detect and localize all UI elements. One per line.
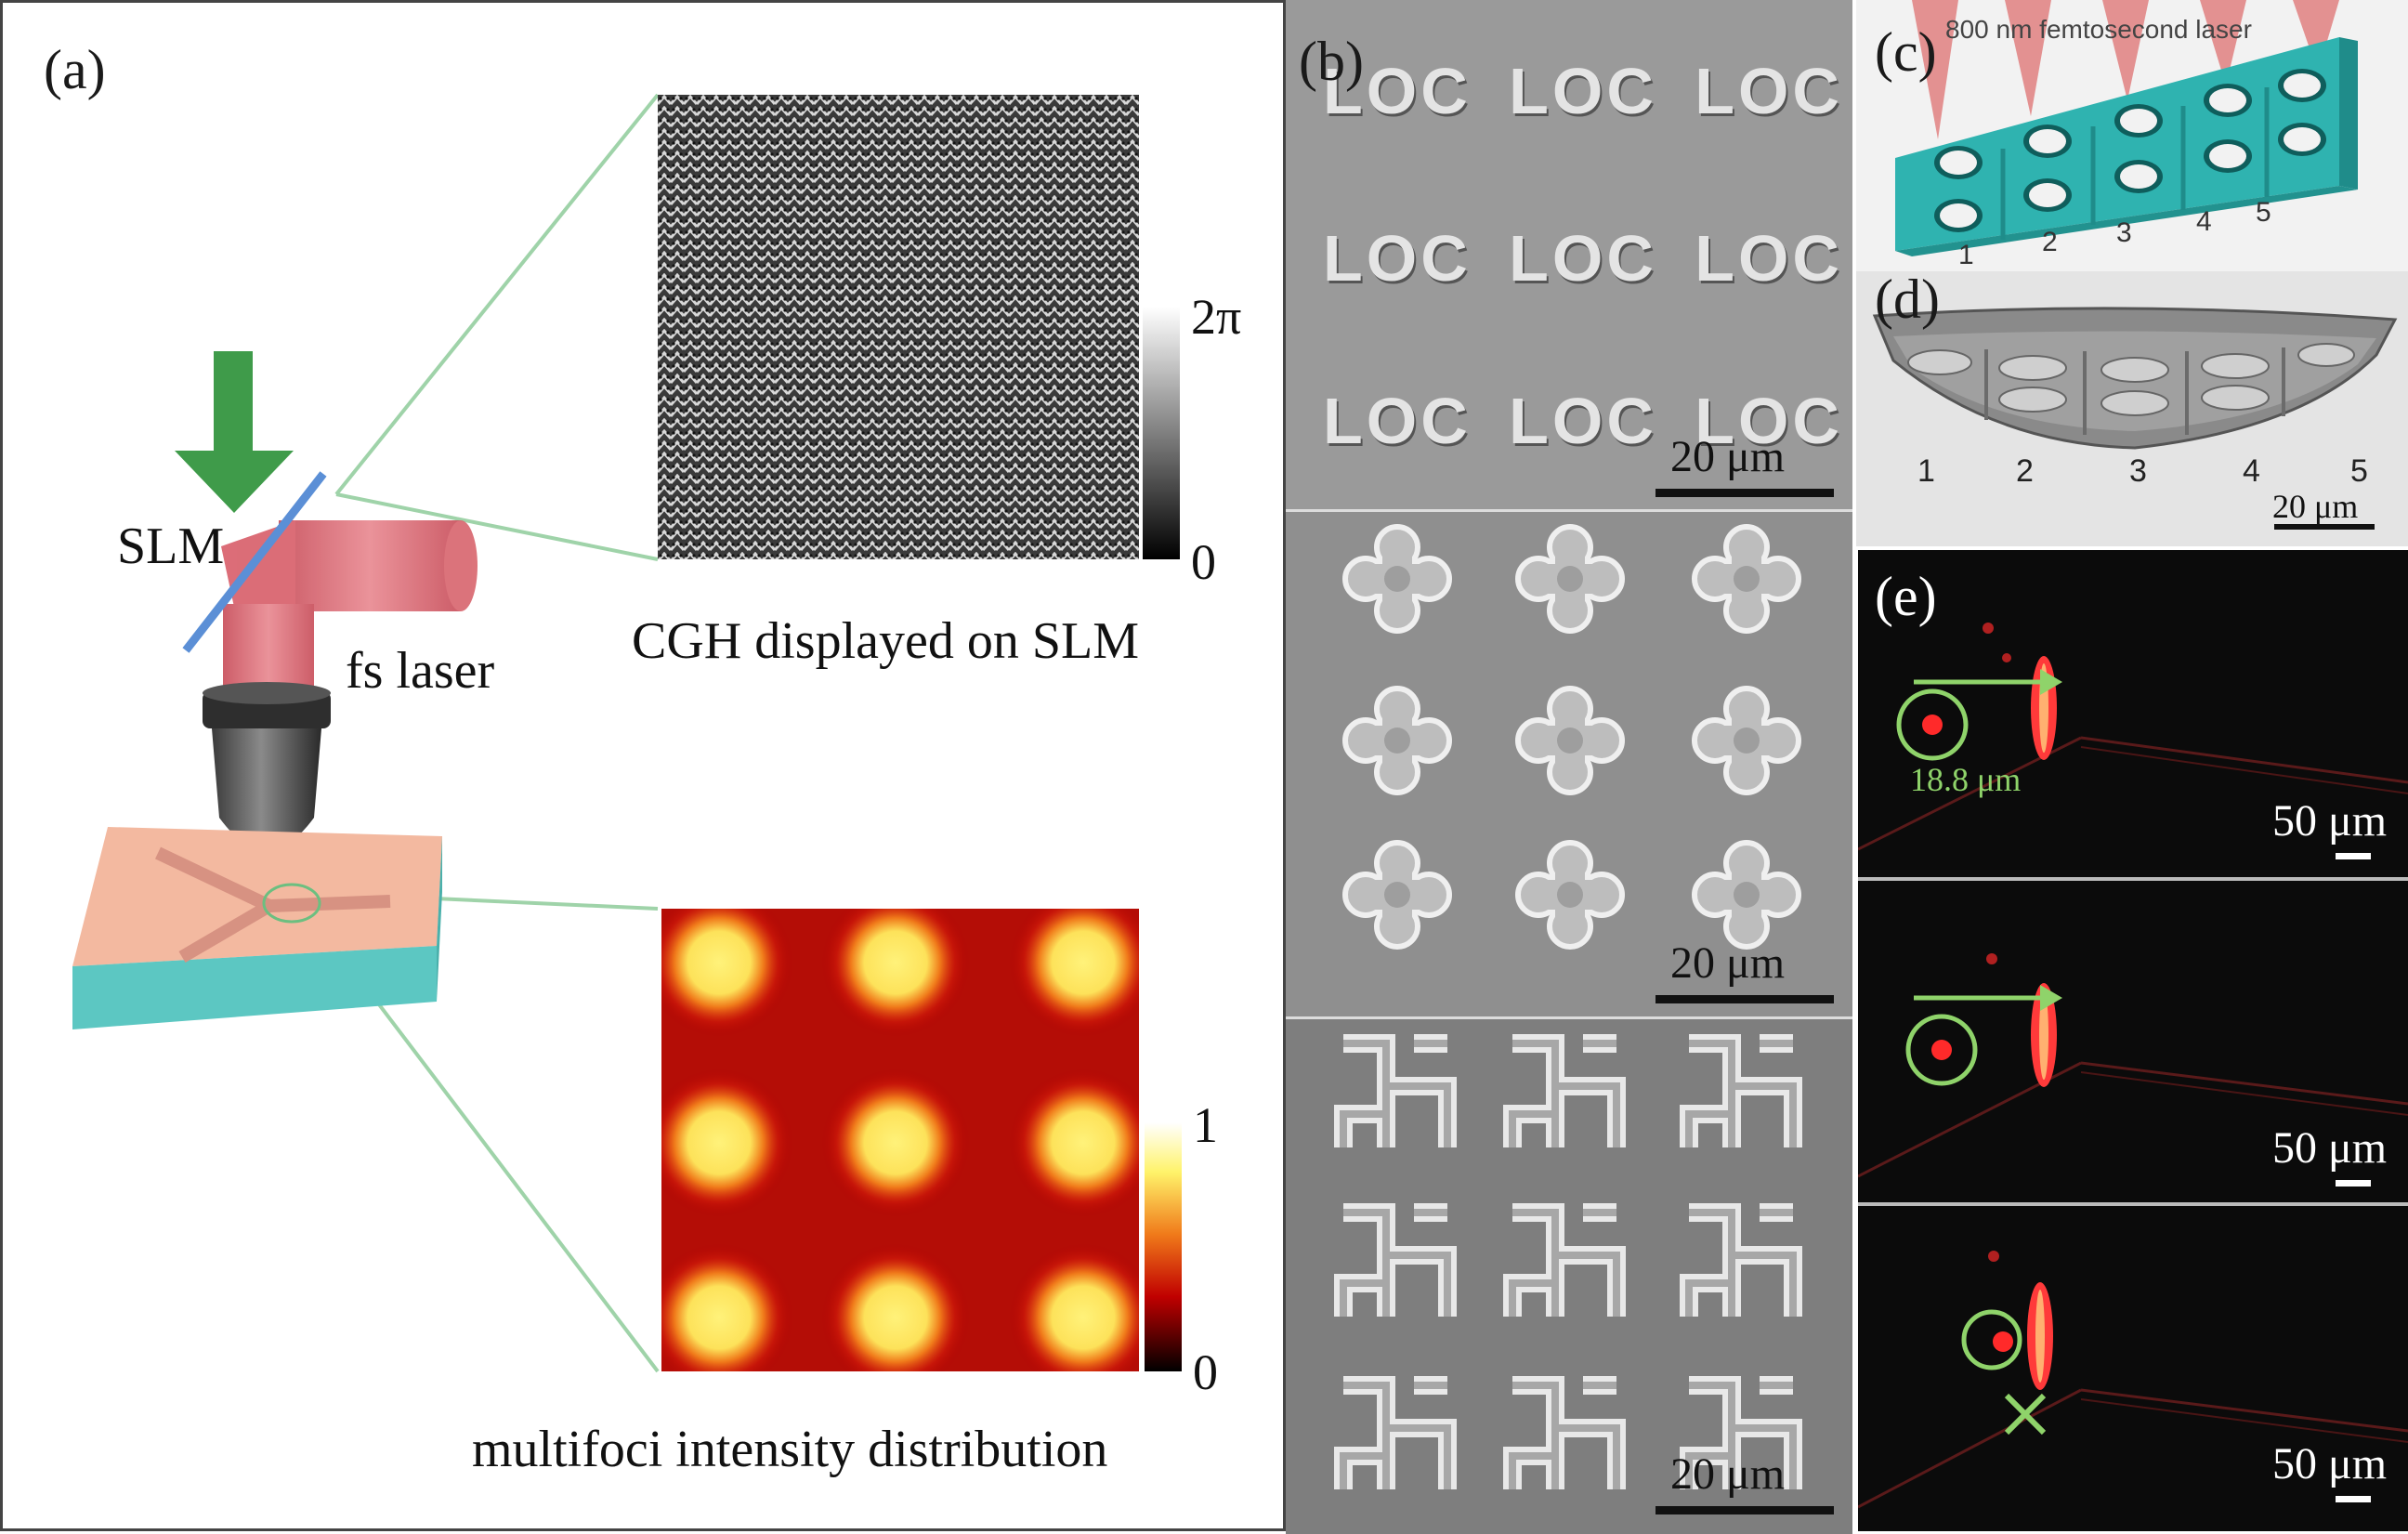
scale-bar — [2336, 853, 2371, 859]
hole-number: 1 — [1958, 240, 1974, 270]
cgh-colorbar-min: 0 — [1191, 534, 1216, 590]
loc-text: LOC — [1323, 222, 1472, 295]
incident-arrow-icon — [175, 351, 294, 513]
zoom-lines — [292, 93, 660, 1373]
intensity-colorbar-max: 1 — [1193, 1097, 1218, 1153]
panel-e-frame-2: 50 μm — [1858, 881, 2408, 1206]
hole-number: 2 — [2042, 227, 2058, 257]
hole-number: 3 — [2129, 453, 2147, 489]
intensity-colorbar — [1145, 1122, 1182, 1371]
microstructure-diagram — [1895, 0, 2358, 256]
panel-d: (d) 1 2 3 4 5 20 μm — [1856, 271, 2408, 546]
cgh-colorbar-max: 2π — [1191, 289, 1242, 345]
loc-text: LOC — [1323, 385, 1472, 457]
foci-spots — [661, 909, 1139, 1371]
sem-hooked-cross-array: 20 μm — [1286, 1016, 1852, 1534]
scale-bar — [1656, 995, 1834, 1003]
scale-bar-label: 50 μm — [2272, 796, 2388, 846]
hole-number: 2 — [2016, 453, 2034, 489]
panel-c-label: (c) — [1875, 21, 1937, 83]
fluorescence-frame — [1858, 623, 2408, 851]
objective-lens-icon — [203, 682, 331, 899]
loc-text: LOC — [1323, 55, 1472, 127]
setup-illustration — [72, 93, 660, 1373]
scale-bar-label: 20 μm — [2272, 488, 2359, 525]
scale-bar-label: 20 μm — [1670, 432, 1786, 481]
scale-bar-label: 20 μm — [1670, 1449, 1786, 1499]
hole-number: 5 — [2350, 453, 2368, 489]
panel-a-label: (a) — [44, 39, 106, 100]
panel-d-label: (d) — [1875, 271, 1940, 330]
slm-label: SLM — [117, 518, 225, 575]
scale-bar-label: 50 μm — [2272, 1439, 2388, 1488]
hole-number: 3 — [2116, 217, 2132, 248]
hole-number: 4 — [2243, 453, 2260, 489]
scale-bar — [2336, 1496, 2371, 1502]
scale-bar-label: 20 μm — [1670, 938, 1786, 988]
scale-bar — [2336, 1180, 2371, 1187]
scale-bar — [2274, 524, 2375, 530]
diameter-label: 18.8 μm — [1910, 761, 2022, 798]
hole-number: 5 — [2256, 197, 2271, 228]
multifoci-intensity-image — [661, 909, 1139, 1371]
laser-title: 800 nm femtosecond laser — [1945, 15, 2252, 44]
cgh-hologram-image — [658, 95, 1139, 559]
hole-number: 1 — [1917, 453, 1935, 489]
loc-text: LOC — [1695, 222, 1843, 295]
laser-beams — [1912, 0, 2339, 139]
sem-microstructure — [1872, 307, 2398, 450]
intensity-colorbar-min: 0 — [1193, 1344, 1218, 1400]
intensity-caption: multifoci intensity distribution — [472, 1421, 1108, 1478]
cgh-caption: CGH displayed on SLM — [632, 612, 1139, 670]
fs-laser-label: fs laser — [346, 642, 495, 700]
panel-c: (c) 800 nm femtosecond laser 1 2 3 4 5 — [1856, 0, 2408, 271]
sem-cross-array: 20 μm — [1286, 509, 1852, 1019]
loc-text: LOC — [1509, 55, 1657, 127]
cgh-colorbar — [1143, 307, 1180, 559]
fluorescence-frame — [1858, 953, 2408, 1178]
scale-bar-label: 50 μm — [2272, 1123, 2388, 1173]
hole-number: 4 — [2196, 206, 2212, 237]
panel-e-frame-3: 50 μm — [1858, 1206, 2408, 1531]
loc-text: LOC — [1695, 385, 1843, 457]
panel-e-frame-1: (e) 18.8 μm 50 μm — [1858, 550, 2408, 881]
loc-grid: LOC LOC LOC LOC LOC LOC LOC LOC LOC — [1323, 7, 1843, 500]
fluorescence-frame — [1858, 1251, 2408, 1509]
panel-e-label: (e) — [1875, 566, 1937, 627]
slm-mirror — [182, 471, 327, 653]
sem-loc-array: LOC LOC LOC LOC LOC LOC LOC LOC LOC (b) … — [1286, 0, 1852, 509]
panel-b-label: (b) — [1299, 31, 1364, 92]
sample-block — [72, 827, 442, 1029]
scale-bar — [1656, 489, 1834, 497]
scale-bar — [1656, 1506, 1834, 1514]
loc-text: LOC — [1695, 55, 1843, 127]
loc-text: LOC — [1509, 222, 1657, 295]
loc-text: LOC — [1509, 385, 1657, 457]
blocked-cross-icon — [2004, 1393, 2047, 1436]
